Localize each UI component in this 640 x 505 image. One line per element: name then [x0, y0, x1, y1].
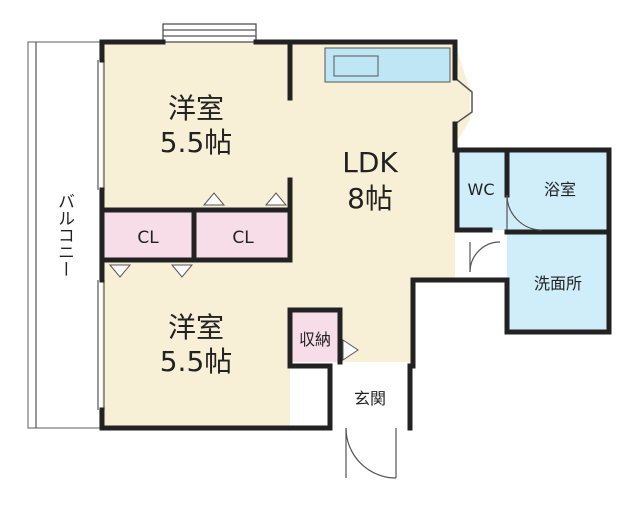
bay-window	[454, 77, 473, 125]
wc-label: WC	[468, 180, 495, 199]
washroom-label: 洗面所	[534, 274, 582, 293]
washroom-floor	[507, 232, 609, 332]
closet-1-label: CL	[137, 228, 159, 248]
western-room-1-name: 洋室	[168, 92, 224, 125]
window-left-2	[97, 280, 105, 410]
door-swings	[108, 192, 543, 479]
western-room-2-size: 5.5帖	[160, 345, 233, 378]
closet-1-floor	[102, 210, 194, 260]
western-room-2-name: 洋室	[168, 311, 224, 344]
closet-2-floor	[196, 210, 290, 260]
window-top	[162, 23, 257, 43]
western-room-1-floor	[102, 42, 290, 210]
kitchen-counter	[324, 47, 451, 83]
kitchen-sink	[333, 55, 379, 77]
western-room-1-size: 5.5帖	[160, 126, 233, 159]
balcony: バルコニー	[27, 41, 101, 429]
ldk-floor	[290, 44, 470, 362]
window-left-1	[97, 60, 105, 190]
entrance-floor	[330, 366, 410, 428]
ldk-name: LDK	[342, 146, 398, 179]
western-room-2-floor	[102, 260, 290, 426]
walls	[99, 39, 612, 431]
closet-2-label: CL	[232, 228, 254, 248]
storage-label: 収納	[299, 330, 331, 349]
bathroom-floor	[507, 150, 609, 232]
balcony-label: バルコニー	[54, 193, 74, 278]
ldk-size: 8帖	[347, 182, 393, 215]
wc-floor	[457, 150, 507, 230]
bathroom-label: 浴室	[544, 180, 576, 199]
entrance-label: 玄関	[354, 389, 386, 408]
storage-floor	[290, 310, 340, 362]
